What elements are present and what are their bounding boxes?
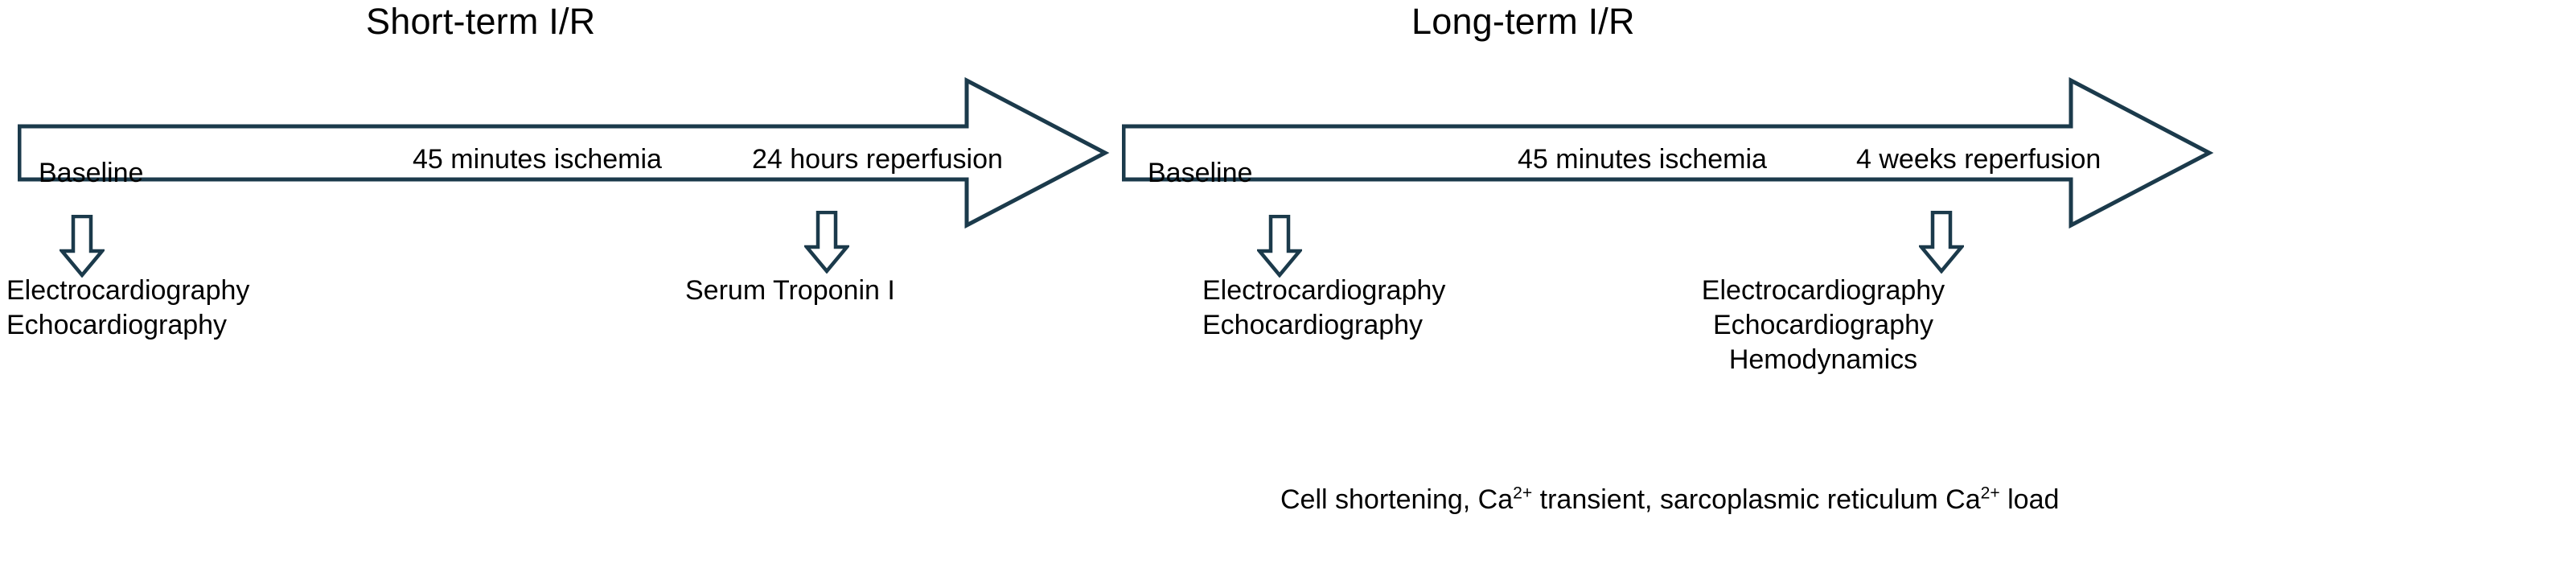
stage-label-line2: reperfusion	[1964, 144, 2101, 175]
stage-label-line1: 4 weeks	[1856, 144, 1957, 175]
stage-baseline-long: Baseline	[1148, 157, 1252, 190]
panel-title-short-term: Short-term I/R	[366, 1, 596, 42]
readout-troponin: Serum Troponin I	[685, 274, 895, 308]
stage-reperfusion-long: 4 weeks reperfusion	[1856, 143, 2101, 176]
readout-baseline-long: Electrocardiography Echocardiography	[1202, 274, 1445, 343]
footnote-suffix: load	[1999, 484, 2060, 515]
stage-label-line2: ischemia	[553, 144, 662, 175]
readout-baseline-short: Electrocardiography Echocardiography	[6, 274, 249, 343]
footnote-line: Cell shortening, Ca2+ transient, sarcopl…	[1280, 483, 2059, 517]
down-arrow-icon-baseline-long	[1257, 215, 1302, 278]
footnote-superscript-2: 2+	[1980, 484, 2000, 503]
readout-line: Electrocardiography	[1202, 275, 1446, 306]
stage-label-line2: reperfusion	[865, 144, 1003, 175]
down-arrow-icon-baseline-short	[60, 215, 105, 278]
footnote-middle: transient, sarcoplasmic reticulum Ca	[1532, 484, 1981, 515]
stage-baseline-short: Baseline	[39, 157, 143, 190]
short-term-timeline-arrow	[18, 76, 1110, 229]
stage-ischemia-long: 45 minutes ischemia	[1518, 143, 1767, 176]
stage-label: Baseline	[39, 158, 144, 188]
footnote-prefix: Cell shortening, Ca	[1280, 484, 1514, 515]
down-arrow-icon-troponin	[804, 211, 849, 274]
readout-line: Echocardiography	[6, 310, 228, 341]
stage-ischemia-short: 45 minutes ischemia	[413, 143, 662, 176]
down-arrow-icon-reperfusion-long	[1919, 211, 1964, 274]
readout-line: Electrocardiography	[1701, 275, 1945, 306]
readout-cellular-measures: Cell shortening, Ca2+ transient, sarcopl…	[1280, 483, 2059, 517]
footnote-superscript-1: 2+	[1513, 484, 1533, 503]
stage-label-line1: 24 hours	[752, 144, 859, 175]
readout-reperfusion-long: Electrocardiography Echocardiography Hem…	[1634, 274, 2012, 378]
stage-label-line1: 45 minutes	[1518, 144, 1652, 175]
stage-label: Baseline	[1148, 158, 1253, 188]
readout-line: Echocardiography	[1712, 310, 1934, 341]
readout-line: Hemodynamics	[1728, 344, 1918, 376]
readout-line: Electrocardiography	[6, 275, 250, 306]
long-term-timeline-arrow	[1122, 76, 2214, 229]
stage-label-line1: 45 minutes	[413, 144, 547, 175]
readout-line: Serum Troponin I	[685, 275, 895, 306]
stage-label-line2: ischemia	[1658, 144, 1767, 175]
stage-reperfusion-short: 24 hours reperfusion	[752, 143, 1003, 176]
panel-title-long-term: Long-term I/R	[1411, 1, 1635, 42]
readout-line: Echocardiography	[1202, 310, 1424, 341]
